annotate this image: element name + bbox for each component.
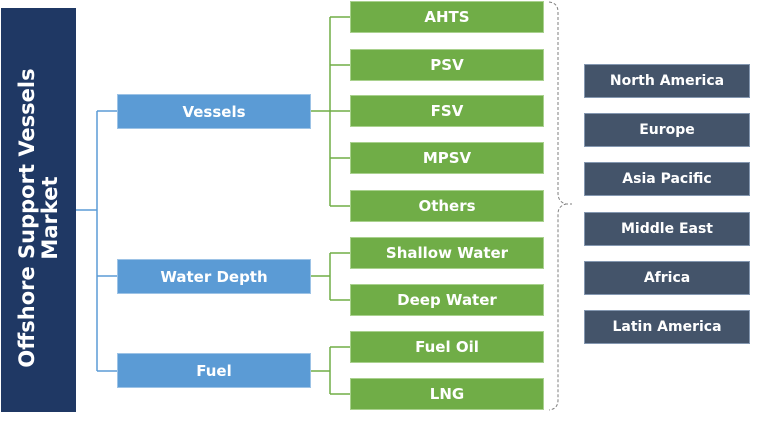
region-latin-america: Latin America	[584, 310, 750, 344]
category-vessels: Vessels	[117, 94, 311, 129]
segment-mpsv: MPSV	[350, 142, 544, 174]
region-europe: Europe	[584, 113, 750, 147]
segment-ahts: AHTS	[350, 1, 544, 33]
root-title: Offshore Support Vessels Market	[15, 68, 62, 368]
region-north-america: North America	[584, 64, 750, 98]
category-fuel: Fuel	[117, 353, 311, 388]
segment-others: Others	[350, 190, 544, 222]
segment-fsv: FSV	[350, 95, 544, 127]
region-africa: Africa	[584, 261, 750, 295]
segment-fuel-oil: Fuel Oil	[350, 331, 544, 363]
root-node: Offshore Support Vessels Market	[1, 8, 76, 412]
root-title-line1: Offshore Support Vessels	[15, 68, 39, 368]
category-water-depth: Water Depth	[117, 259, 311, 294]
segment-shallow-water: Shallow Water	[350, 237, 544, 269]
segment-psv: PSV	[350, 49, 544, 81]
region-asia-pacific: Asia Pacific	[584, 162, 750, 196]
brace-bracket	[548, 1, 567, 411]
segment-deep-water: Deep Water	[350, 284, 544, 316]
segment-lng: LNG	[350, 378, 544, 410]
root-title-line2: Market	[38, 176, 62, 260]
region-middle-east: Middle East	[584, 212, 750, 246]
